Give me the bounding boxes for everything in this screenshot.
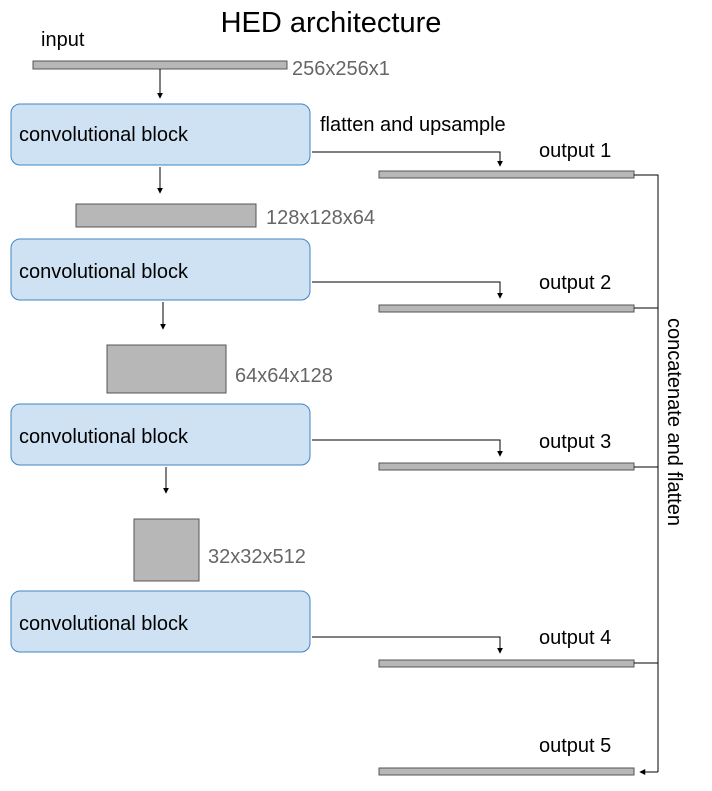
diagram-title: HED architecture bbox=[221, 7, 442, 39]
input-shape-label: 256x256x1 bbox=[292, 58, 390, 80]
conv-block-3-label: convolutional block bbox=[19, 426, 189, 448]
input-tensor bbox=[32, 60, 288, 70]
output-4-bar bbox=[378, 659, 635, 668]
tensor-64x64x128 bbox=[106, 344, 227, 394]
conv-block-3 bbox=[10, 403, 311, 466]
tensor-3-shape-label: 32x32x512 bbox=[208, 546, 306, 568]
output-2-bar bbox=[378, 304, 635, 313]
conv-block-4-label: convolutional block bbox=[19, 613, 189, 635]
conv-block-4 bbox=[10, 590, 311, 653]
arrow-block-4-to-output-4 bbox=[312, 636, 503, 654]
output-2-label: output 2 bbox=[539, 272, 611, 294]
conv-block-2-label: convolutional block bbox=[19, 261, 189, 283]
arrow-block-2-to-output-2 bbox=[312, 281, 503, 299]
output-1-bar bbox=[378, 170, 635, 179]
output-5-label: output 5 bbox=[539, 735, 611, 757]
conv-block-2 bbox=[10, 238, 311, 301]
output-3-bar bbox=[378, 462, 635, 471]
output-1-label: output 1 bbox=[539, 140, 611, 162]
tensor-32x32x512 bbox=[133, 518, 200, 582]
arrow-block-3-to-output-3 bbox=[312, 439, 503, 457]
tensor-128x128x64 bbox=[75, 203, 257, 228]
flatten-upsample-label: flatten and upsample bbox=[320, 114, 506, 136]
conv-block-1 bbox=[10, 103, 311, 166]
arrow-block-1-to-output-1 bbox=[312, 151, 503, 167]
tensor-1-shape-label: 128x128x64 bbox=[266, 207, 375, 229]
output-3-label: output 3 bbox=[539, 431, 611, 453]
tensor-2-shape-label: 64x64x128 bbox=[235, 365, 333, 387]
output-5-bar bbox=[378, 767, 635, 776]
conv-block-1-label: convolutional block bbox=[19, 124, 189, 146]
concat-bracket-line bbox=[634, 174, 659, 772]
input-label: input bbox=[41, 29, 85, 51]
concatenate-flatten-label: concatenate and flatten bbox=[663, 318, 685, 526]
output-4-label: output 4 bbox=[539, 627, 611, 649]
